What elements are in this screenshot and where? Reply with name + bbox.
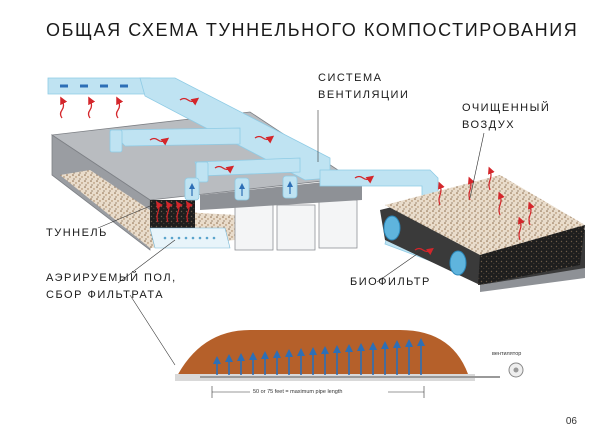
pipe-length-label: 50 or 75 feet = maximum pipe length (253, 389, 343, 395)
biofilter-label: БИОФИЛЬТР (350, 276, 431, 288)
page-number: 06 (565, 416, 577, 427)
page-title: ОБЩАЯ СХЕМА ТУННЕЛЬНОГО КОМПОСТИРОВАНИЯ (46, 20, 579, 40)
fan-label: вентилятор (492, 351, 522, 357)
aerated-floor-section (175, 330, 524, 398)
biofilter-bed (380, 166, 585, 292)
tunnel-label: ТУННЕЛЬ (46, 227, 108, 239)
aerated-floor-label: АЭРИРУЕМЫЙ ПОЛ,СБОР ФИЛЬТРАТА (46, 272, 177, 301)
